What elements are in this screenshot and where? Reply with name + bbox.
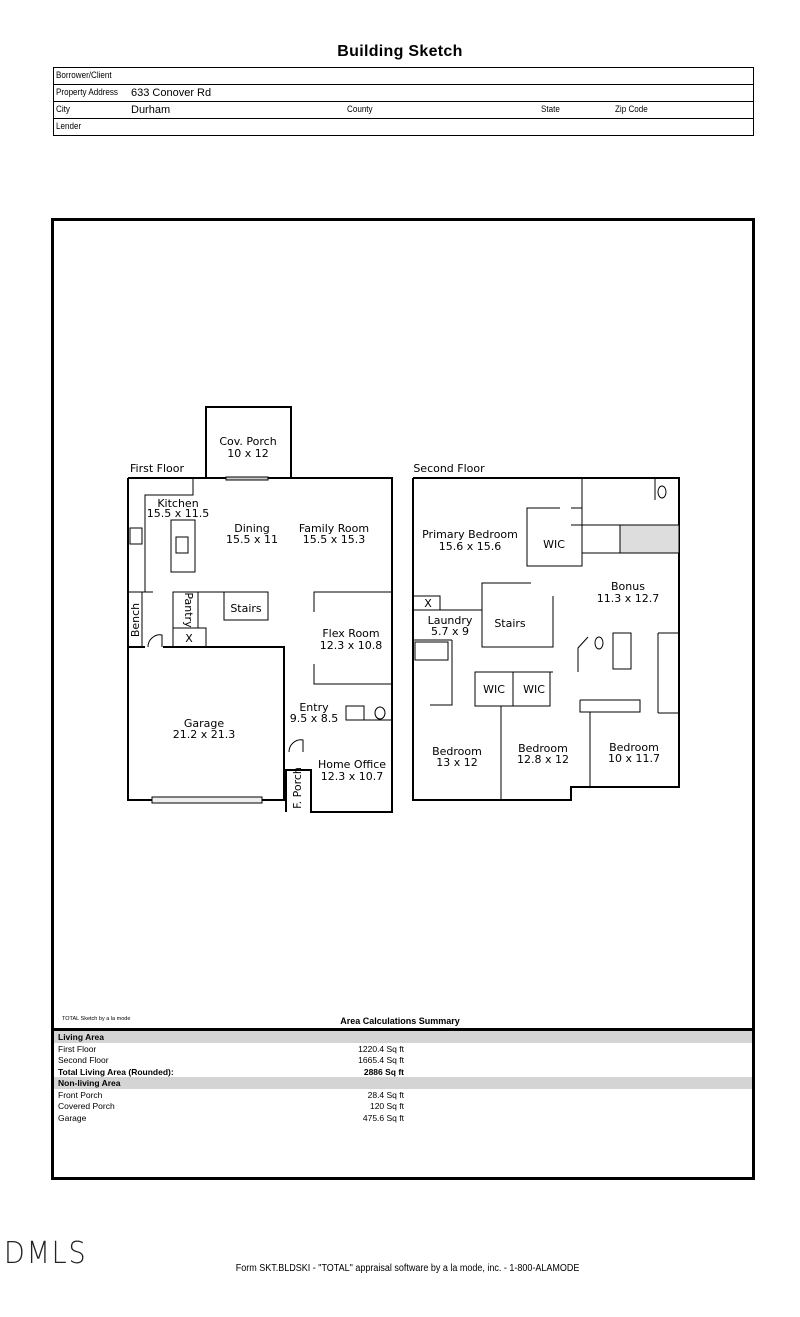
room-pantry: Pantry <box>182 592 195 628</box>
room-kitchen-dims: 15.5 x 11.5 <box>147 507 210 520</box>
room-garage: Garage <box>184 717 225 730</box>
second-floor-labels: Second Floor Primary Bedroom 15.6 x 15.6… <box>413 462 660 769</box>
room-closet: X <box>185 632 193 645</box>
room-garage-dims: 21.2 x 21.3 <box>173 728 236 741</box>
room-stairs: Stairs <box>494 617 526 630</box>
row-value: 1665.4 Sq ft <box>358 1055 404 1065</box>
form-footer: Form SKT.BLDSKI - "TOTAL" appraisal soft… <box>235 1263 580 1274</box>
row-value: 120 Sq ft <box>369 1101 404 1111</box>
room-bedroom: Bedroom <box>432 745 482 758</box>
address-value: 633 Conover Rd <box>131 87 212 99</box>
borrower-label: Borrower/Client <box>56 70 112 81</box>
city-label: City <box>56 104 70 115</box>
room-stairs: Stairs <box>230 602 262 615</box>
room-kitchen: Kitchen <box>157 497 198 510</box>
room-closet: X <box>424 597 432 610</box>
summary-title: Area Calculations Summary <box>340 1016 460 1026</box>
total-label: Total Living Area (Rounded): <box>58 1066 174 1077</box>
room-bedroom-dims: 12.8 x 12 <box>517 753 569 766</box>
room-bedroom-dims: 13 x 12 <box>436 756 478 769</box>
room-laundry-dims: 5.7 x 9 <box>431 625 469 638</box>
first-floor-interior <box>127 476 392 804</box>
total-value: 2886 Sq ft <box>363 1066 404 1077</box>
second-floor-label: Second Floor <box>413 462 485 475</box>
state-label: State <box>541 104 560 115</box>
borrower-row: Borrower/Client <box>54 68 753 85</box>
zip-label: Zip Code <box>615 104 648 115</box>
county-label: County <box>347 104 373 115</box>
room-front-porch: F. Porch <box>291 767 304 809</box>
header-table: Borrower/Client Property Address 633 Con… <box>53 67 754 136</box>
room-wic: WIC <box>483 683 505 696</box>
area-summary: Living Area First Floor 1220.4 Sq ft Seco… <box>54 1028 752 1123</box>
row-value: 475.6 Sq ft <box>362 1112 404 1123</box>
summary-row: Second Floor 1665.4 Sq ft <box>54 1054 752 1066</box>
room-home-office-dims: 12.3 x 10.7 <box>321 770 384 783</box>
page-title: Building Sketch <box>337 43 463 60</box>
nonliving-area-label: Non-living Area <box>58 1078 121 1088</box>
summary-row: Front Porch 28.4 Sq ft <box>54 1089 752 1101</box>
row-name: Front Porch <box>58 1089 103 1100</box>
living-area-label: Living Area <box>58 1032 104 1042</box>
address-label: Property Address <box>56 87 118 98</box>
summary-row: First Floor 1220.4 Sq ft <box>54 1043 752 1055</box>
address-row: Property Address 633 Conover Rd <box>54 85 753 102</box>
sketch-credit: TOTAL Sketch by a la mode <box>62 1016 131 1022</box>
room-cov-porch-dims: 10 x 12 <box>227 447 269 460</box>
room-flex: Flex Room <box>322 627 379 640</box>
row-value: 28.4 Sq ft <box>367 1089 404 1100</box>
room-primary-bedroom-dims: 15.6 x 15.6 <box>439 540 502 553</box>
room-entry: Entry <box>299 701 329 714</box>
summary-row: Garage 475.6 Sq ft <box>54 1112 752 1124</box>
room-bedroom: Bedroom <box>609 741 659 754</box>
room-home-office: Home Office <box>318 758 386 771</box>
row-name: Second Floor <box>58 1055 109 1065</box>
room-entry-dims: 9.5 x 8.5 <box>290 712 339 725</box>
room-bedroom-dims: 10 x 11.7 <box>608 752 660 765</box>
first-floor-labels: First Floor Cov. Porch 10 x 12 Kitchen 1… <box>129 435 386 809</box>
living-area-header: Living Area <box>54 1031 752 1043</box>
city-value: Durham <box>131 104 171 116</box>
room-bonus-dims: 11.3 x 12.7 <box>597 592 660 605</box>
first-floor-label: First Floor <box>130 462 184 475</box>
second-floor-walls <box>412 477 680 801</box>
row-name: Covered Porch <box>58 1101 115 1111</box>
row-name: First Floor <box>58 1043 97 1054</box>
lender-row: Lender <box>54 119 753 135</box>
summary-row: Covered Porch 120 Sq ft <box>54 1100 752 1112</box>
room-wic: WIC <box>543 538 565 551</box>
room-wic: WIC <box>523 683 545 696</box>
room-flex-dims: 12.3 x 10.8 <box>320 639 383 652</box>
total-row: Total Living Area (Rounded): 2886 Sq ft <box>54 1066 752 1078</box>
row-name: Garage <box>58 1112 87 1123</box>
city-row: City Durham County State Zip Code <box>54 102 753 119</box>
room-bedroom: Bedroom <box>518 742 568 755</box>
dmls-logo: DMLS <box>4 1236 88 1271</box>
room-family-dims: 15.5 x 15.3 <box>303 533 366 546</box>
sketch-frame <box>51 218 755 1180</box>
lender-label: Lender <box>56 121 82 132</box>
room-laundry: Laundry <box>428 614 473 627</box>
second-floor-interior <box>412 478 680 800</box>
room-dining-dims: 15.5 x 11 <box>226 533 278 546</box>
room-bench: Bench <box>129 603 142 637</box>
room-cov-porch: Cov. Porch <box>219 435 276 448</box>
room-bonus: Bonus <box>611 580 645 593</box>
room-family: Family Room <box>299 522 369 535</box>
room-dining: Dining <box>234 522 270 535</box>
room-primary-bedroom: Primary Bedroom <box>422 528 518 541</box>
nonliving-area-header: Non-living Area <box>54 1077 752 1089</box>
row-value: 1220.4 Sq ft <box>358 1043 404 1054</box>
